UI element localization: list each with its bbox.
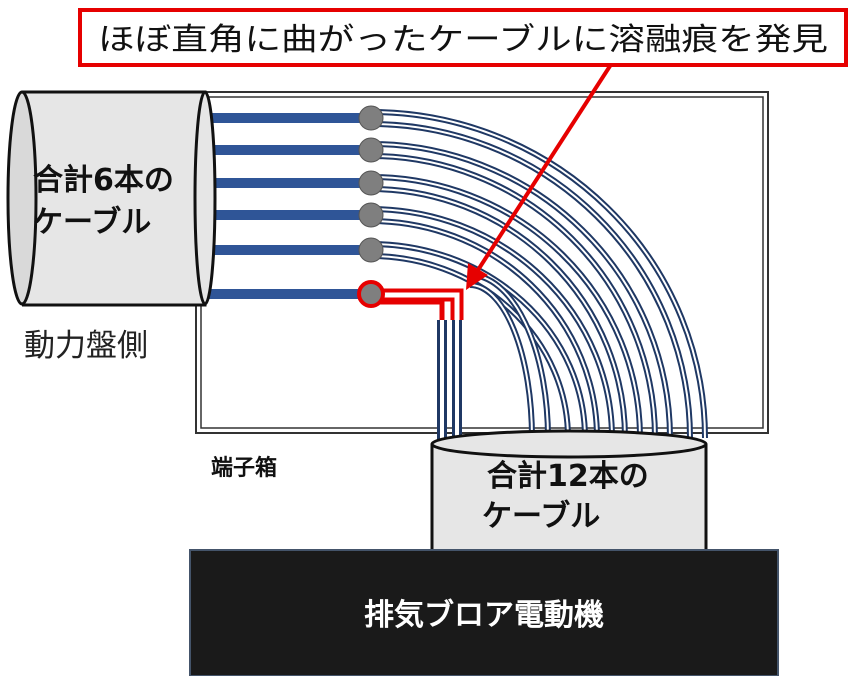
arrow-icon [466, 64, 612, 290]
terminal-icon [358, 237, 384, 263]
left-bundle-line1: 合計6本の [33, 163, 174, 198]
right-cable-bundle-icon [430, 429, 708, 554]
motor-label: 排気ブロア電動機 [364, 598, 604, 633]
curved-cable-core [469, 274, 549, 439]
side-label: 動力盤側 [24, 328, 148, 364]
terminal-icon [358, 170, 384, 196]
terminal-icon [358, 137, 384, 163]
curved-cable-core [370, 155, 656, 439]
melted-cable-highlight [372, 288, 464, 440]
curved-cables [370, 109, 708, 439]
left-cable-stubs [205, 113, 365, 299]
curved-cable-core [370, 176, 641, 439]
callout-text: ほぼ直角に曲がったケーブルに溶融痕を発見 [98, 22, 828, 58]
highlighted-terminal-icon [357, 280, 385, 308]
curved-cable-core [370, 208, 613, 439]
terminal-icon [358, 105, 384, 131]
curved-cable-core [370, 255, 569, 439]
blower-motor [189, 549, 779, 676]
curved-cable-core [370, 220, 598, 439]
curved-cable-core [370, 188, 626, 439]
left-bundle-line2: ケーブル [33, 205, 151, 240]
curved-cable-core [370, 111, 706, 439]
curved-cable-core [370, 123, 691, 439]
curved-cable-core [370, 243, 586, 439]
callout-box [78, 8, 848, 67]
terminal-box-label: 端子箱 [211, 455, 277, 481]
left-cable-bundle-icon [6, 90, 217, 307]
curved-cable-core [469, 284, 533, 439]
terminals [358, 105, 384, 263]
curved-cable-core [370, 143, 671, 439]
right-bundle-line1: 合計12本の [487, 459, 649, 494]
terminal-icon [358, 202, 384, 228]
right-bundle-line2: ケーブル [482, 499, 600, 534]
